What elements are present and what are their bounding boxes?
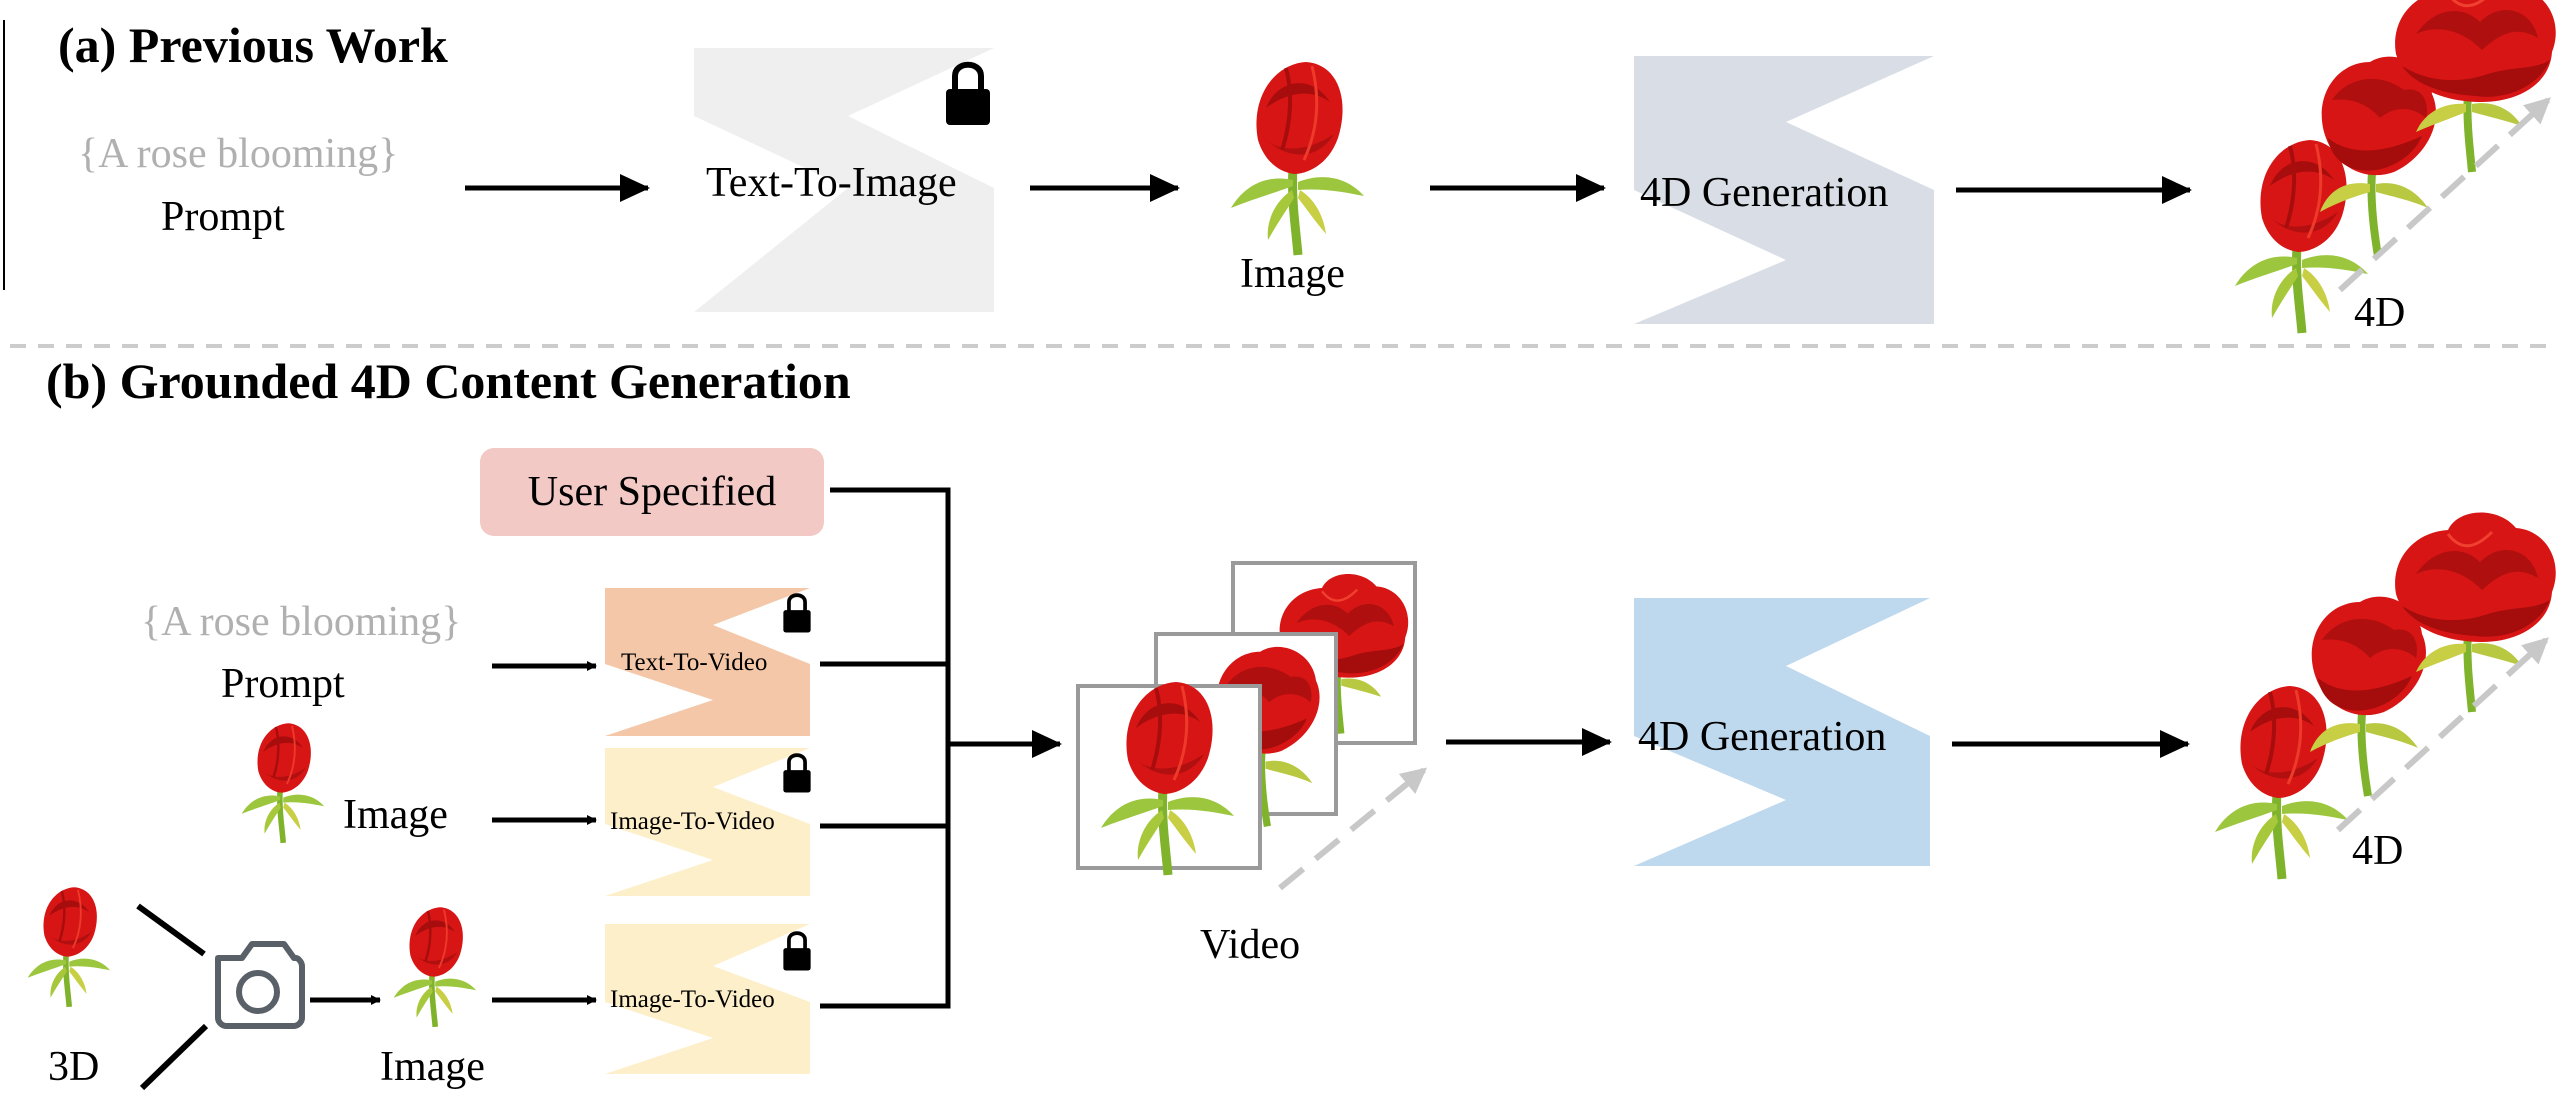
4d-generation-model-bottom [1634,598,1930,866]
video-frames [1076,561,1417,875]
time-axis-bottom [2335,637,2549,833]
t2i-label: Text-To-Image [706,160,957,206]
lock-icon [781,753,813,795]
render-image-label: Image [380,1044,485,1090]
rose-icon [394,907,476,1027]
i2v-label-1: Image-To-Video [610,808,775,835]
i2v-label-2: Image-To-Video [610,986,775,1013]
camera-icon [215,941,305,1029]
text-to-image-model [694,48,994,312]
view-line-upper [136,903,206,957]
top-prompt-label: Prompt [161,194,285,240]
three-d-label: 3D [48,1044,99,1090]
section-b-title: (b) Grounded 4D Content Generation [46,353,851,409]
lock-icon [781,593,813,635]
video-label: Video [1200,922,1300,968]
lock-icon [781,931,813,973]
time-axis-top [2337,97,2551,293]
lock-icon [946,65,990,125]
top-prompt-text: {A rose blooming} [78,131,398,177]
user-specified-label: User Specified [528,469,776,515]
rose-icon [28,887,110,1007]
merge-connector [820,487,951,1009]
rose-icon [1231,62,1364,255]
user-specified-box [480,448,824,536]
t2v-label: Text-To-Video [621,649,767,676]
bottom-prompt-label: Prompt [221,661,345,707]
4d-generation-model-top [1634,56,1934,324]
top-output-label: 4D [2354,290,2405,336]
rose-icon [2215,686,2348,879]
view-line-lower [139,1023,209,1091]
bottom-gen-label: 4D Generation [1638,714,1886,760]
top-gen-label: 4D Generation [1640,170,1888,216]
time-axis-video [1278,767,1428,891]
bottom-output-label: 4D [2352,828,2403,874]
text-to-video-model [605,588,810,736]
image-to-video-model-1 [605,748,810,896]
image-to-video-model-2 [605,924,810,1074]
top-image-label: Image [1240,251,1345,297]
rose-icon [242,723,324,843]
bottom-prompt-text: {A rose blooming} [141,599,461,645]
rose-icon [2235,140,2368,333]
rose-icon [2395,512,2556,712]
bottom-image-label: Image [343,792,448,838]
section-a-title: (a) Previous Work [58,17,448,73]
